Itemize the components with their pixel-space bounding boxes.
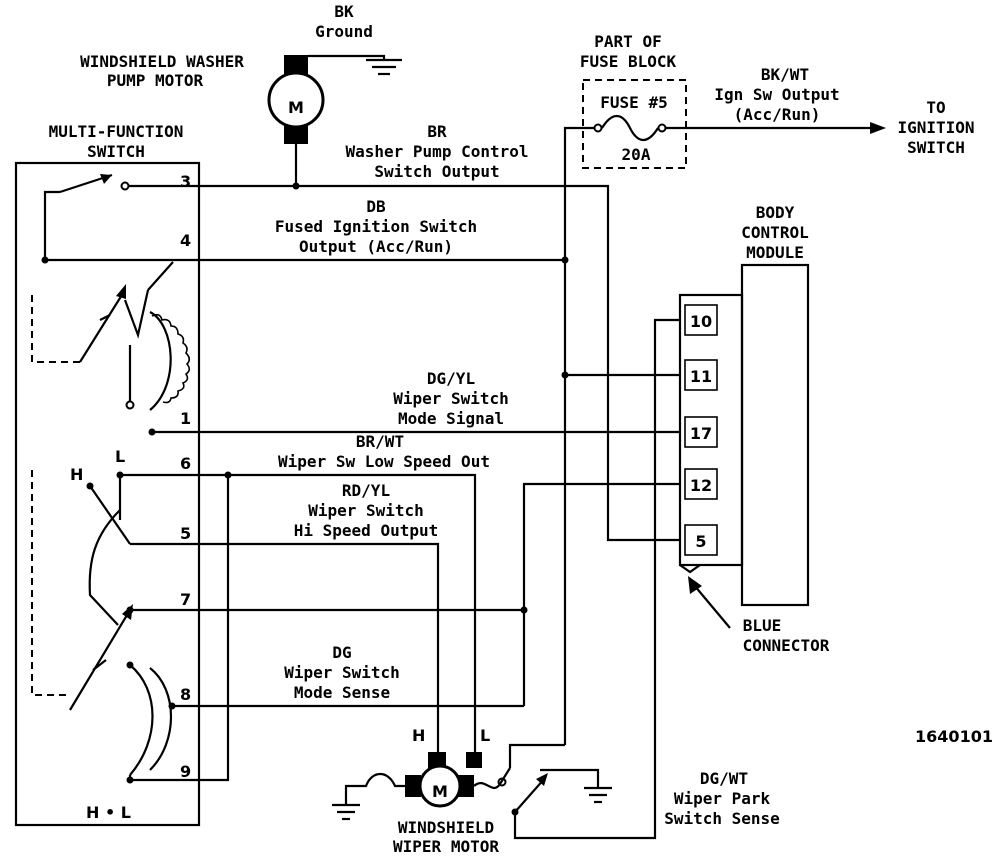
mfs-pin-5: 5 (180, 524, 191, 543)
bcm-pin-10: 10 (690, 312, 712, 331)
washer-motor-symbol: M (288, 98, 304, 117)
bcm-pin-5: 5 (695, 532, 706, 551)
bcm-title-1: BODY (756, 203, 795, 222)
wire-db-label-2: Output (Acc/Run) (299, 237, 453, 256)
ign-output-label-1: Ign Sw Output (714, 85, 839, 104)
wiper-motor-title-1: WINDSHIELD (398, 818, 494, 837)
washer-pump-motor: M (267, 54, 402, 190)
wire-dgwt-label-2: Switch Sense (664, 809, 780, 828)
wire-dg-color: DG (332, 643, 351, 662)
wires (199, 126, 680, 840)
wiper-motor-symbol: M (432, 782, 448, 801)
mfs-pin-4: 4 (180, 231, 191, 250)
mfs-bottom-label: H • L (86, 803, 131, 822)
fuse-block-title-2: FUSE BLOCK (580, 52, 677, 71)
wire-dgwt-color: DG/WT (700, 769, 748, 788)
wiper-l-label: L (480, 726, 490, 745)
ign-dest-3: SWITCH (907, 138, 965, 157)
ign-output-label-2: (Acc/Run) (734, 105, 821, 124)
wire-dgyl-color: DG/YL (427, 369, 475, 388)
bcm-pin-17: 17 (690, 424, 712, 443)
ign-output-color: BK/WT (761, 65, 809, 84)
mfs-pin-6: 6 (180, 454, 191, 473)
wire-rdyl-color: RD/YL (342, 481, 390, 500)
connector-label-1: BLUE (743, 616, 782, 635)
wire-rdyl-label-2: Hi Speed Output (294, 521, 439, 540)
wiper-motor-title-2: WIPER MOTOR (393, 837, 499, 856)
mfs-h-label: H (70, 465, 83, 484)
bcm-pin-11: 11 (690, 367, 712, 386)
bcm-connector (678, 293, 744, 567)
mfs-pin-7: 7 (180, 590, 191, 609)
mfs-title-2: SWITCH (87, 142, 145, 161)
wire-dgyl-label-2: Mode Signal (398, 409, 504, 428)
fuse-5 (593, 114, 667, 142)
wire-br-label-1: Washer Pump Control (345, 142, 528, 161)
fuse-block-outline (582, 79, 687, 169)
mfs-pin-1: 1 (180, 409, 191, 428)
washer-ground-color: BK (334, 2, 354, 21)
to-ignition-arrow (870, 122, 886, 134)
mfs-pin-3: 3 (180, 172, 191, 191)
wiper-h-label: H (412, 726, 425, 745)
wire-db-color: DB (366, 197, 386, 216)
wire-brwt-label: Wiper Sw Low Speed Out (278, 452, 490, 471)
fuse-label: FUSE #5 (600, 93, 667, 112)
wire-dgyl-label-1: Wiper Switch (393, 389, 509, 408)
wire-db-label-1: Fused Ignition Switch (275, 217, 477, 236)
blue-connector-arrow (688, 576, 702, 594)
wire-rdyl-label-1: Wiper Switch (308, 501, 424, 520)
fuse-block-title-1: PART OF (594, 32, 661, 51)
mfs-pin-8: 8 (180, 685, 191, 704)
multi-function-switch-box (14, 161, 201, 827)
bcm-pin-12: 12 (690, 476, 712, 495)
wire-br-label-2: Switch Output (374, 162, 499, 181)
mfs-title-1: MULTI-FUNCTION (49, 122, 184, 141)
mfs-l-label: L (115, 447, 125, 466)
wire-br-color: BR (427, 122, 447, 141)
washer-motor-title-1: WINDSHIELD WASHER (80, 52, 244, 71)
fuse-rating: 20A (622, 145, 651, 164)
body-control-module (740, 263, 810, 607)
bcm-pins (684, 304, 718, 556)
wire-dgwt-label-1: Wiper Park (674, 789, 771, 808)
washer-ground-label: Ground (315, 22, 373, 41)
mfs-pin-9: 9 (180, 762, 191, 781)
bcm-title-2: CONTROL (741, 223, 808, 242)
wire-dg-label-2: Mode Sense (294, 683, 390, 702)
ign-dest-1: TO (926, 98, 945, 117)
mfs-internal-switches (31, 173, 205, 784)
washer-motor-title-2: PUMP MOTOR (107, 71, 204, 90)
wire-brwt-color: BR/WT (356, 432, 404, 451)
ign-dest-2: IGNITION (897, 118, 974, 137)
windshield-wiper-motor: M (332, 752, 612, 821)
figure-id: 1640101 (915, 727, 992, 746)
wire-dg-label-1: Wiper Switch (284, 663, 400, 682)
bcm-title-3: MODULE (746, 243, 804, 262)
connector-label-2: CONNECTOR (743, 636, 830, 655)
